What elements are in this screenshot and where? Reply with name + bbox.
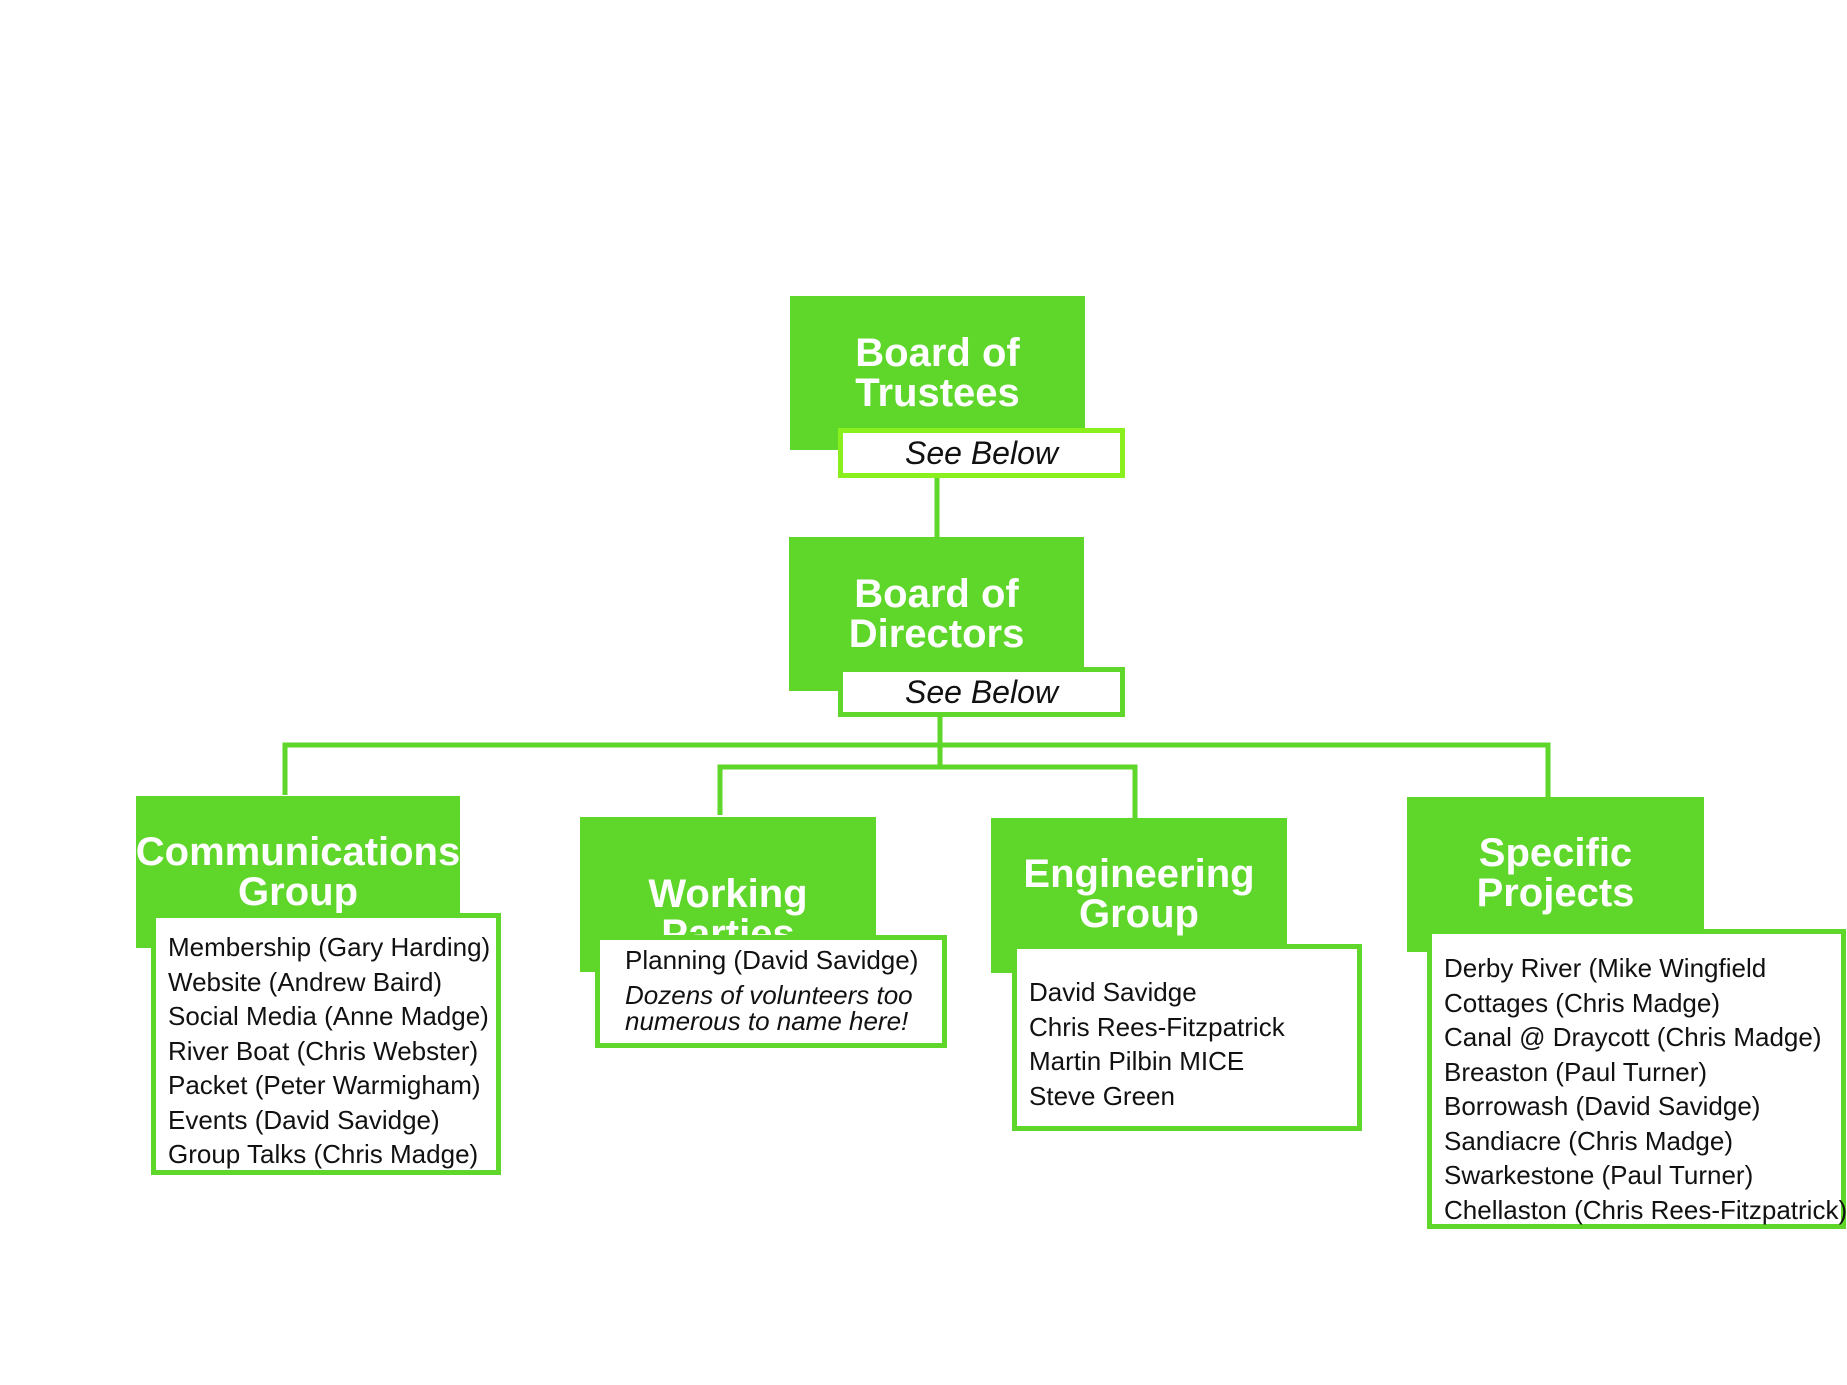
trustees-note: See Below [905,434,1058,471]
projects-box: Specific Projects [1407,797,1704,952]
directors-title: Board of Directors [848,572,1025,656]
connector-outer-bus [282,742,1551,797]
list-item: Canal @ Draycott (Chris Madge) [1444,1022,1822,1052]
working-parties-list: Planning (David Savidge) Dozens of volun… [595,935,947,1048]
list-item: Group Talks (Chris Madge) [168,1139,479,1169]
list-item: Planning (David Savidge) [625,945,919,975]
list-item: Steve Green [1029,1080,1175,1111]
list-item: Social Media (Anne Madge) [168,1001,489,1031]
list-item: Martin Pilbin MICE [1029,1046,1245,1076]
list-item: Chellaston (Chris Rees-Fitzpatrick) [1444,1194,1847,1225]
directors-box: Board of Directors [789,537,1084,691]
list-item: Sandiacre (Chris Madge) [1444,1125,1734,1156]
list-item: David Savidge [1029,977,1197,1007]
communications-title: Communications Group [135,830,461,914]
list-item: Packet (Peter Warmigham) [168,1070,481,1100]
projects-list: Derby River (Mike Wingfield Cottages (Ch… [1427,929,1847,1229]
projects-title: Specific Projects [1476,831,1635,915]
engineering-title: Engineering Group [1023,852,1255,936]
list-item: Chris Rees-Fitzpatrick [1029,1011,1285,1042]
connector-inner-bus [717,764,1138,818]
list-item: Membership (Gary Harding) [168,932,491,962]
working-parties-title: Working Parties [648,872,808,956]
volunteers-note: Dozens of volunteers too numerous to nam… [625,979,913,1036]
list-item: Events (David Savidge) [168,1104,440,1135]
list-item: Cottages (Chris Madge) [1444,987,1720,1018]
communications-box: Communications Group [136,796,460,948]
trustees-box: Board of Trustees [790,296,1085,450]
trustees-title: Board of Trustees [855,331,1020,415]
list-item: Swarkestone (Paul Turner) [1444,1160,1754,1190]
trustees-note-box: See Below [838,428,1125,478]
engineering-list: David Savidge Chris Rees-Fitzpatrick Mar… [1012,944,1362,1131]
list-item: River Boat (Chris Webster) [168,1035,479,1066]
directors-note-box: See Below [838,667,1125,717]
list-item: Breaston (Paul Turner) [1444,1056,1708,1087]
directors-note: See Below [905,673,1058,710]
list-item: Derby River (Mike Wingfield [1444,953,1767,983]
list-item: Borrowash (David Savidge) [1444,1091,1761,1121]
communications-list: Membership (Gary Harding) Website (Andre… [151,913,501,1175]
list-item: Website (Andrew Baird) [168,966,443,997]
